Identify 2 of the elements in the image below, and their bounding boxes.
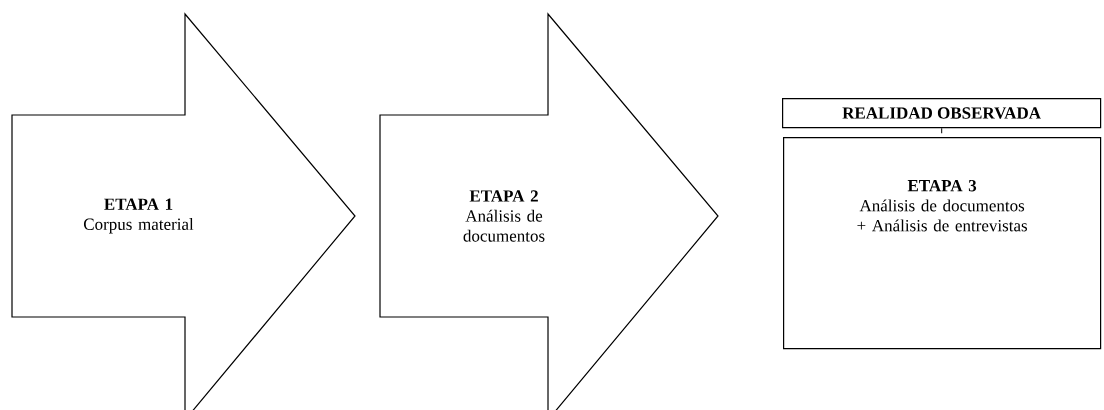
text-box: REALIDAD OBSERVADA [782,98,1102,129]
text-box: ETAPA 3 Análisis de documentos + Análisis de entrevistas [783,137,1102,350]
